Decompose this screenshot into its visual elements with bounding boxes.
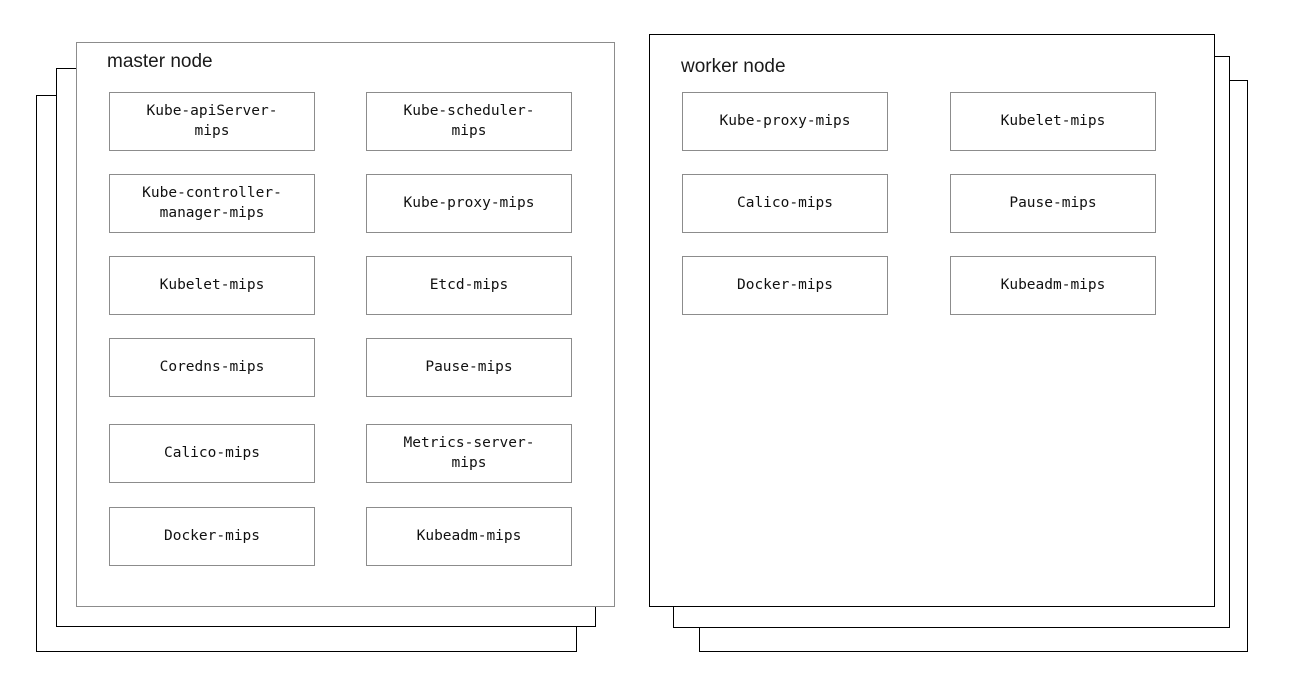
component-label: Pause-mips <box>425 358 513 375</box>
component-box-calico-mips[interactable]: Calico-mips <box>109 424 315 483</box>
component-box-kubelet-mips[interactable]: Kubelet-mips <box>109 256 315 315</box>
component-box-etcd-mips[interactable]: Etcd-mips <box>366 256 572 315</box>
component-box-calico-mips[interactable]: Calico-mips <box>682 174 888 233</box>
component-label: Calico-mips <box>736 194 834 211</box>
component-label: Calico-mips <box>163 444 261 461</box>
component-box-kubeadm-mips[interactable]: Kubeadm-mips <box>950 256 1156 315</box>
component-label: Kube-proxy-mips <box>403 194 535 211</box>
component-label: Etcd-mips <box>429 276 509 293</box>
component-box-kubeadm-mips[interactable]: Kubeadm-mips <box>366 507 572 566</box>
component-box-kube-proxy-mips[interactable]: Kube-proxy-mips <box>366 174 572 233</box>
component-box-kube-controller-manager-mips[interactable]: Kube-controller- manager-mips <box>109 174 315 233</box>
component-label: Kubelet-mips <box>1000 112 1106 129</box>
component-box-docker-mips[interactable]: Docker-mips <box>682 256 888 315</box>
component-box-coredns-mips[interactable]: Coredns-mips <box>109 338 315 397</box>
component-label: Kube-scheduler- mips <box>403 103 535 139</box>
component-box-kube-apiserver-mips[interactable]: Kube-apiServer- mips <box>109 92 315 151</box>
component-label: Kubeadm-mips <box>1000 276 1106 293</box>
component-label: Metrics-server- mips <box>403 435 535 471</box>
component-box-docker-mips[interactable]: Docker-mips <box>109 507 315 566</box>
component-label: Coredns-mips <box>159 358 265 375</box>
component-label: Docker-mips <box>163 527 261 544</box>
component-box-pause-mips[interactable]: Pause-mips <box>950 174 1156 233</box>
component-label: Kubeadm-mips <box>416 527 522 544</box>
master-node-title: master node <box>107 51 213 72</box>
component-box-pause-mips[interactable]: Pause-mips <box>366 338 572 397</box>
worker-node-title: worker node <box>681 56 786 77</box>
component-label: Pause-mips <box>1009 194 1097 211</box>
component-label: Docker-mips <box>736 276 834 293</box>
component-label: Kube-controller- manager-mips <box>142 185 282 221</box>
component-box-kube-scheduler-mips[interactable]: Kube-scheduler- mips <box>366 92 572 151</box>
component-label: Kube-apiServer- mips <box>146 103 278 139</box>
component-label: Kube-proxy-mips <box>719 112 851 129</box>
component-box-metrics-server-mips[interactable]: Metrics-server- mips <box>366 424 572 483</box>
component-label: Kubelet-mips <box>159 276 265 293</box>
component-box-kube-proxy-mips[interactable]: Kube-proxy-mips <box>682 92 888 151</box>
component-box-kubelet-mips[interactable]: Kubelet-mips <box>950 92 1156 151</box>
